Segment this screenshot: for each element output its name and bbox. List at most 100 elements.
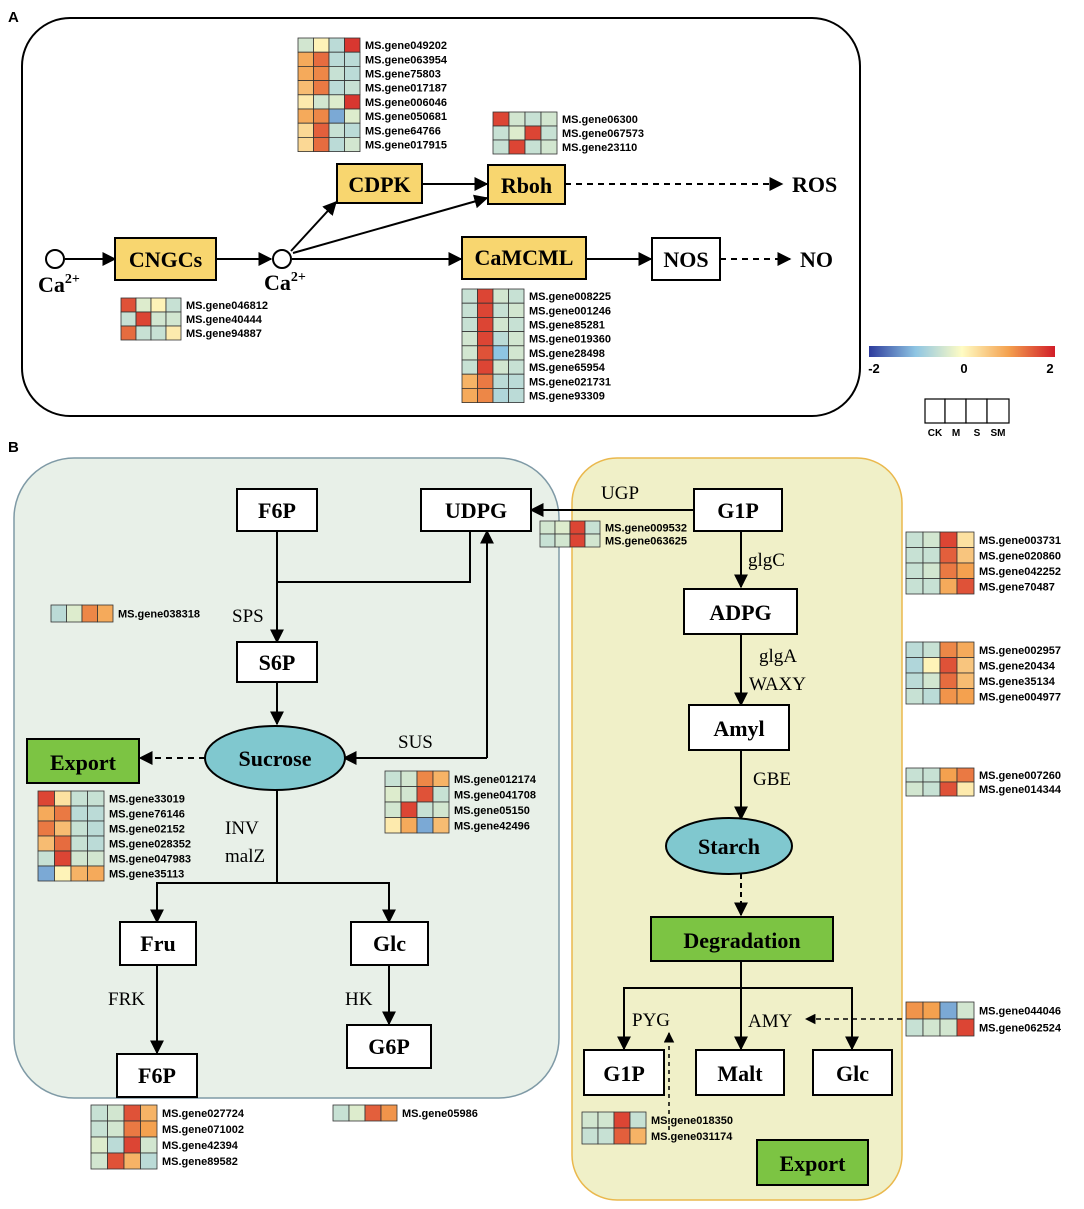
heatmap-cell	[956, 657, 975, 674]
heatmap-cell	[384, 770, 402, 787]
gene-label: MS.gene75803	[365, 69, 441, 81]
node-cngcs: CNGCs	[114, 237, 217, 281]
heatmap-cell	[123, 1120, 141, 1138]
node-malt: Malt	[695, 1049, 785, 1096]
heatmap-cell	[508, 331, 525, 347]
heatmap-cell	[70, 865, 88, 882]
heatmap-cell	[120, 297, 137, 313]
node-g1p-top-label: G1P	[717, 498, 759, 523]
heatmap-cell	[400, 801, 418, 818]
heatmap-cell	[165, 311, 182, 327]
gene-label: MS.gene050681	[365, 111, 447, 123]
heatmap-cell	[461, 345, 478, 361]
heatmap-cell	[328, 136, 345, 152]
gene-label: MS.gene062524	[979, 1023, 1062, 1035]
heatmap-cell	[905, 578, 924, 595]
color-scale-bar	[869, 346, 1055, 357]
heatmap-cell	[344, 80, 361, 96]
legend-col-sm: SM	[991, 428, 1006, 439]
heatmap-cell	[313, 51, 330, 67]
gene-label: MS.gene85281	[529, 320, 605, 332]
gene-label: MS.gene65954	[529, 362, 606, 374]
heatmap-cell	[939, 562, 958, 579]
heatmap-cell	[956, 641, 975, 658]
gene-label: MS.gene019360	[529, 334, 611, 346]
heatmap-cell	[140, 1152, 158, 1170]
heatmap-cell	[297, 122, 314, 138]
heatmap-cell	[313, 108, 330, 124]
gene-label: MS.gene89582	[162, 1156, 238, 1168]
heatmap-cell	[344, 94, 361, 110]
node-f6p-bottom-label: F6P	[138, 1063, 176, 1088]
heatmap-cell	[37, 805, 55, 822]
heatmap-cell	[328, 94, 345, 110]
heatmap-cell	[107, 1152, 125, 1170]
color-scale-legend: -2 0 2 CK M S SM	[868, 346, 1055, 439]
heatmap-cell	[477, 387, 494, 403]
gene-label: MS.gene071002	[162, 1124, 244, 1136]
heatmap-cell	[540, 111, 558, 127]
heatmap-cell	[135, 311, 152, 327]
heatmap-cell	[922, 1001, 941, 1020]
heatmap-cell	[629, 1127, 647, 1145]
enzyme-sus: SUS	[398, 732, 433, 753]
node-amyl-label: Amyl	[713, 716, 764, 741]
heatmap-cell	[956, 672, 975, 689]
heatmap-cell	[508, 302, 525, 318]
heatmap-cell	[508, 373, 525, 389]
heatmap-cell	[313, 37, 330, 53]
heatmap-cell	[50, 604, 67, 623]
heatmap-cell	[165, 297, 182, 313]
enzyme-hk: HK	[345, 989, 373, 1010]
heatmap-cell	[297, 94, 314, 110]
gene-label: MS.gene031174	[651, 1131, 733, 1143]
heatmap-cell	[554, 520, 571, 535]
heatmap-cell	[297, 80, 314, 96]
node-glc-left: Glc	[350, 921, 429, 966]
heatmap-cell	[380, 1104, 398, 1122]
heatmap-cell	[922, 688, 941, 705]
legend-col-m: M	[952, 428, 960, 439]
ros-label: ROS	[792, 172, 837, 197]
gene-label: MS.gene049202	[365, 40, 447, 52]
heatmap-cdpk: MS.gene049202MS.gene063954MS.gene75803MS…	[297, 37, 448, 152]
heatmap-cell	[508, 345, 525, 361]
heatmap-cell	[87, 850, 105, 867]
heatmap-cell	[905, 1001, 924, 1020]
heatmap-cell	[905, 547, 924, 564]
heatmap-cell	[54, 820, 72, 837]
gene-label: MS.gene042252	[979, 566, 1061, 578]
heatmap-cell	[922, 578, 941, 595]
node-cdpk-label: CDPK	[348, 172, 410, 197]
node-malt-label: Malt	[717, 1061, 763, 1086]
node-glc-right: Glc	[812, 1049, 893, 1096]
heatmap-cell	[905, 531, 924, 548]
heatmap-cell	[584, 533, 601, 548]
ca-left-label: Ca2+	[38, 272, 80, 297]
gene-label: MS.gene038318	[118, 609, 200, 621]
heatmap-cell	[922, 531, 941, 548]
heatmap-cell	[384, 817, 402, 834]
gene-label: MS.gene42496	[454, 820, 530, 832]
enzyme-glga: glgA	[759, 646, 797, 667]
heatmap-cell	[70, 805, 88, 822]
node-g1p-bottom-label: G1P	[603, 1061, 645, 1086]
enzyme-amy: AMY	[748, 1011, 793, 1032]
node-g6p-label: G6P	[368, 1034, 410, 1059]
ca-right-node	[272, 249, 292, 269]
heatmap-cell	[348, 1104, 366, 1122]
heatmap-cell	[524, 139, 542, 155]
heatmap-cell	[87, 790, 105, 807]
heatmap-cell	[477, 316, 494, 332]
panel-a-label: A	[8, 9, 19, 26]
heatmap-cell	[956, 562, 975, 579]
heatmap-cell	[939, 657, 958, 674]
heatmap-inv: MS.gene33019MS.gene76146MS.gene02152MS.g…	[37, 790, 191, 882]
heatmap-glga: MS.gene002957MS.gene20434MS.gene35134MS.…	[905, 641, 1061, 705]
heatmap-cell	[37, 850, 55, 867]
gene-label: MS.gene021731	[529, 376, 611, 388]
heatmap-cell	[140, 1104, 158, 1122]
